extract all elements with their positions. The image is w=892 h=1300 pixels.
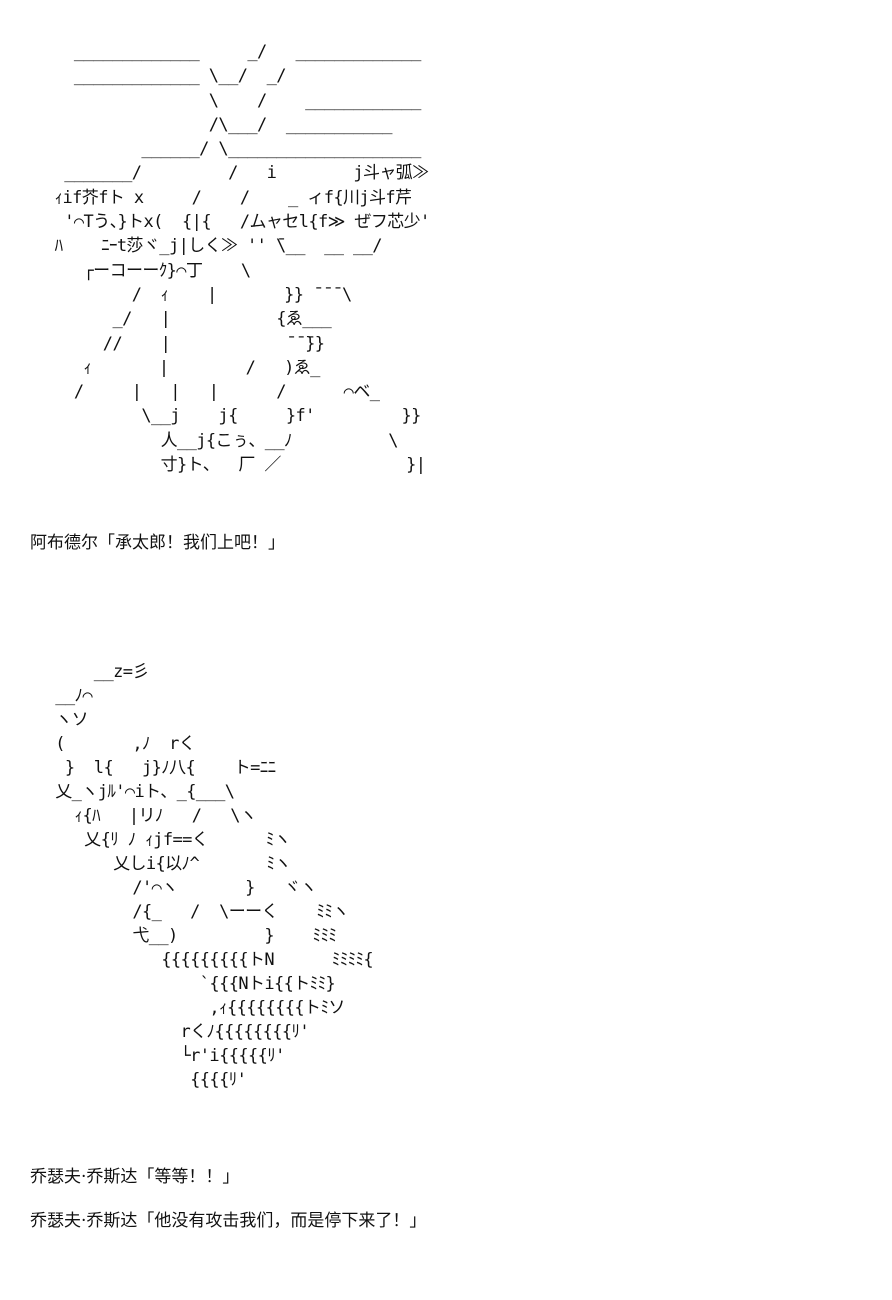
ascii-art-figure-bottom: __z=彡 __ﾉ⌒ ヽソ ( ,ﾉ rく } l{ j}ﾉ八{ ト=ﾆﾆ 乂_… (55, 662, 374, 1090)
dialogue-line-joseph-1: 乔瑟夫·乔斯达「等等！！」 (30, 1167, 240, 1187)
dialogue-line-joseph-2: 乔瑟夫·乔斯达「他没有攻击我们，而是停下来了！」 (30, 1211, 427, 1231)
dialogue-line-avdol: 阿布德尔「承太郎！我们上吧！」 (30, 533, 285, 553)
ascii-art-figure-top: _____________ _/ _____________ _________… (54, 42, 431, 476)
